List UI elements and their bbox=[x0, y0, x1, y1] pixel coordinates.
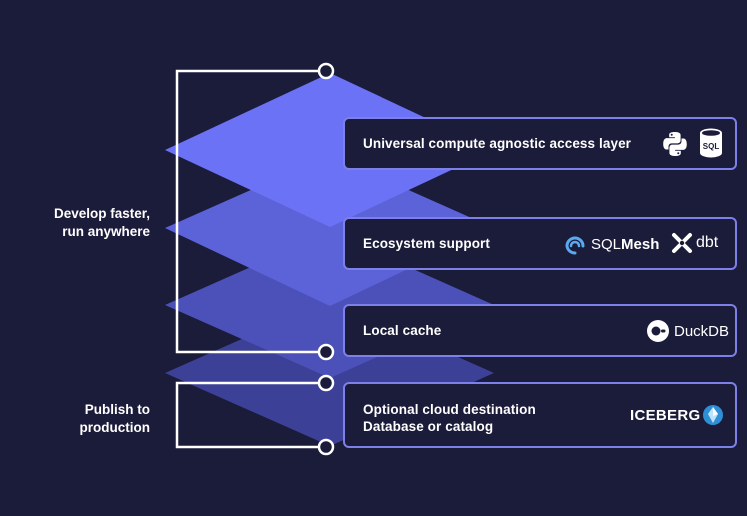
sqlmesh-icon bbox=[565, 236, 585, 255]
bracket-publish-bottom-node bbox=[317, 438, 335, 456]
plane-ecosystem bbox=[165, 155, 494, 306]
sql-icon-text: SQL bbox=[703, 142, 720, 151]
layer-ecosystem-label: Ecosystem support bbox=[363, 236, 490, 251]
bracket-develop-top-node bbox=[317, 62, 335, 80]
layer-access-layer: Universal compute agnostic access layer … bbox=[343, 117, 737, 170]
iceberg-logo: ICEBERG bbox=[630, 404, 724, 426]
layer-local-cache-label: Local cache bbox=[363, 323, 442, 338]
bracket-develop-bottom-node bbox=[317, 343, 335, 361]
iceberg-icon bbox=[703, 405, 724, 425]
dbt-icon bbox=[672, 233, 692, 253]
duckdb-icon bbox=[647, 320, 669, 342]
duckdb-logo: DuckDB bbox=[646, 319, 729, 343]
bracket-publish-top-node bbox=[317, 374, 335, 392]
plane-access-layer bbox=[165, 73, 494, 227]
layer-cloud-destination-label-line1: Optional cloud destination bbox=[363, 402, 536, 417]
layer-cloud-destination: Optional cloud destination Database or c… bbox=[343, 382, 737, 448]
sql-database-icon: SQL bbox=[698, 127, 724, 159]
publish-label: Publish to production bbox=[79, 402, 151, 435]
bracket-publish bbox=[175, 381, 318, 449]
layer-local-cache: Local cache DuckDB bbox=[343, 304, 737, 357]
bracket-develop bbox=[175, 69, 318, 354]
dbt-logo: dbt bbox=[671, 232, 718, 254]
develop-label: Develop faster, run anywhere bbox=[53, 206, 150, 239]
layer-access-layer-label: Universal compute agnostic access layer bbox=[363, 136, 632, 151]
python-icon bbox=[661, 130, 689, 158]
layer-cloud-destination-label-line2: Database or catalog bbox=[363, 419, 494, 434]
